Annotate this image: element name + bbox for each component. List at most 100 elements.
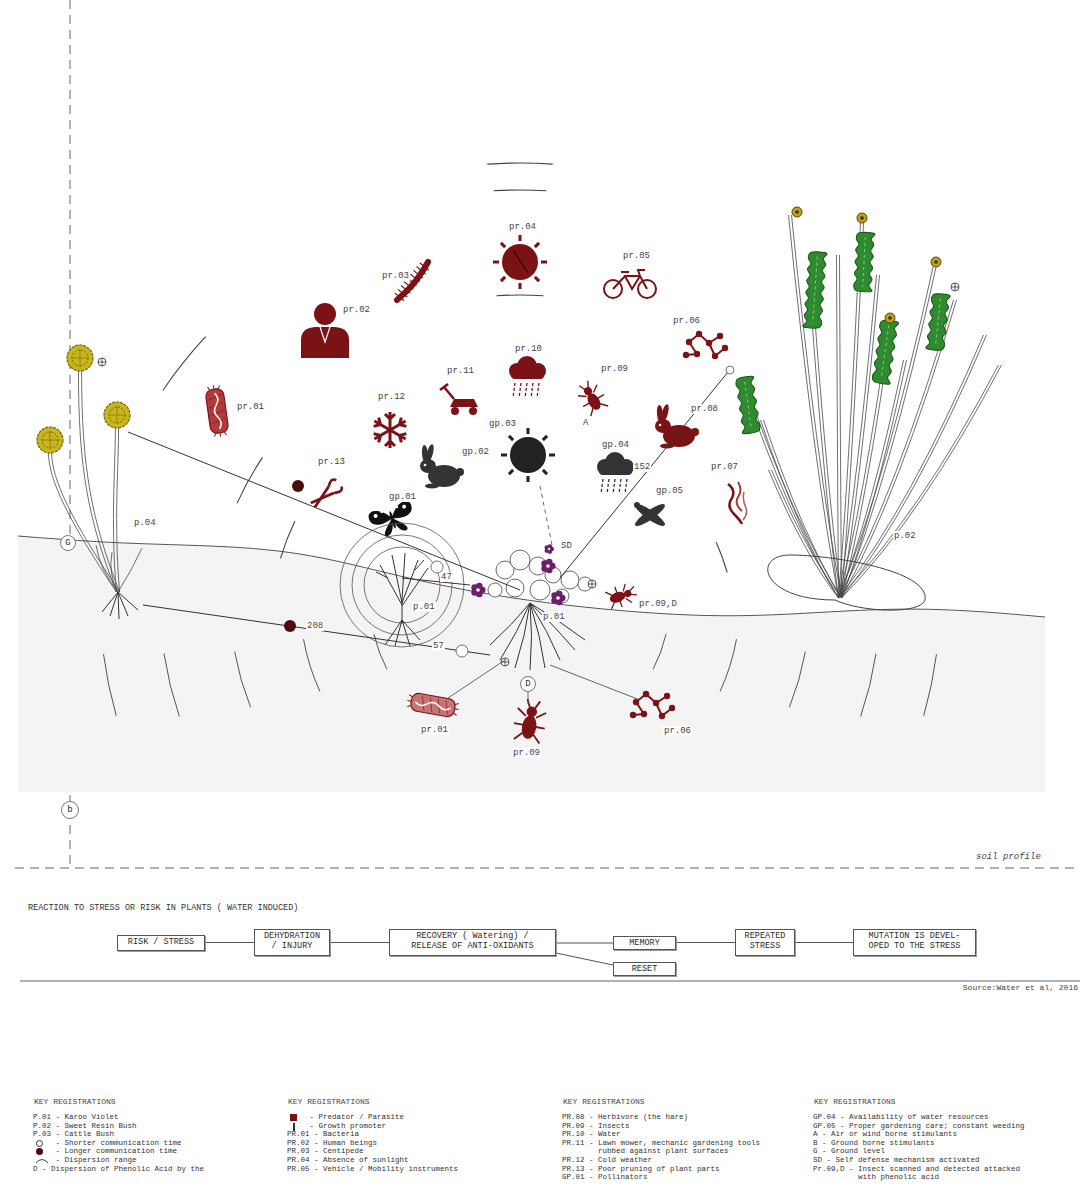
dispersion-arc [720,639,736,691]
hare-icon [420,444,464,489]
callout-label: pr.02 [342,305,371,315]
purple-flower [556,591,563,598]
communication-line [560,372,728,578]
illustration-stroke [664,693,670,699]
legend-text: B - Ground borne stimulants [813,1139,1038,1148]
illustration-stroke [951,283,959,291]
dispersion-arc [487,163,552,164]
illustration-stroke [643,691,649,697]
legend-row: PR.03 - Centipede [287,1147,527,1156]
callout-label: SD [560,541,573,551]
bush-crown [530,580,550,600]
callout-label: p.04 [133,518,157,528]
process-box: DEHYDRATION / INJURY [254,929,330,956]
root-line [490,603,530,645]
dispersion-arc [164,654,179,717]
dispersion-arc [304,639,320,691]
marker-circle: b [61,801,79,819]
legend-text: GP.05 - Proper gardening care; constant … [813,1122,1038,1131]
dispersion-arc [789,652,805,708]
karoo-violet-flower [104,402,130,428]
illustration-stroke [656,405,664,423]
legend-ring-sample [36,1140,43,1147]
illustration-stroke [613,270,647,289]
flow-connector [676,942,735,943]
illustration-stroke [706,340,712,346]
lawn-mower-icon [440,384,478,415]
illustration-stroke [605,581,639,611]
root-line [530,603,585,640]
purple-flower [548,544,552,548]
grass-blade [839,335,984,598]
illustration-stroke [634,502,640,508]
illustration-stroke [588,580,596,588]
rain-drop [513,383,515,398]
legend-row: PR.09 - Insects [562,1122,787,1131]
callout-label: 57 [432,641,445,651]
leaf-line [96,545,142,592]
illustration-stroke [520,714,538,740]
sun-ray [527,428,530,434]
communication-line [128,432,520,590]
sun-ray [501,243,505,247]
illustration-stroke [424,464,427,467]
legend-heading: KEY REGISTRATIONS [33,1097,117,1107]
legend-row: - Longer communication time [33,1147,273,1156]
callout-label: pr.12 [377,392,406,402]
separator-line [20,981,1080,982]
source-caption: Source:Water et al, 2016 [963,983,1078,993]
illustration-stroke [926,293,951,351]
short-communication-circle [456,645,468,657]
illustration-stroke [310,487,334,509]
soil-profile-line [15,868,1080,869]
callout-label: 208 [306,621,324,631]
callout-label: p.02 [893,531,917,541]
illustration-stroke [803,251,827,329]
flower-bud [934,260,938,264]
rain-cloud-icon [597,452,634,494]
butterfly-icon [367,499,418,540]
flower-bud [931,257,941,267]
centipede-icon [395,262,429,301]
legend-text: G - Ground level [813,1147,1038,1156]
sun-ray [535,277,539,281]
callout-label: A [582,418,589,428]
crosshair-marker [951,283,959,291]
callout-label: pr.09 [512,748,541,758]
illustration-stroke [951,283,959,291]
illustration-stroke [737,482,742,511]
box-text: RECOVERY ( Watering) / RELEASE OF ANTI-O… [408,931,537,951]
illustration-stroke [372,417,408,444]
marker-circle: D [520,676,536,692]
grass-blade [842,335,987,598]
callout-label: pr.01 [420,725,449,735]
illustration-stroke [683,352,689,358]
flower-detail [72,350,88,366]
legend-text: PR.10 - Water [562,1130,787,1139]
dispersion-arc [861,654,876,717]
purple-flower [556,596,560,600]
dispersion-arc [924,654,937,716]
legend-text: PR.11 - Lawn mower, mechanic gardening t… [562,1139,787,1156]
sun-ray [519,283,522,289]
green-flower-spike [803,251,827,329]
legend-text: PR.05 - Vehicle / Mobility instruments [287,1165,527,1174]
legend-row: P.03 - Cattle Bush [33,1130,273,1139]
illustration-stroke [395,505,398,508]
grass-blade [837,255,839,598]
illustration-stroke [372,417,408,444]
process-box: RECOVERY ( Watering) / RELEASE OF ANTI-O… [389,929,556,956]
illustration-stroke [623,589,632,598]
illustration-stroke [743,492,747,520]
range-ring [364,547,440,623]
legend-row: PR.05 - Vehicle / Mobility instruments [287,1165,527,1174]
legend-text: - Predator / Parasite [287,1113,527,1122]
legend-text: - Longer communication time [33,1147,273,1156]
callout-label: pr.11 [446,366,475,376]
process-box: REPEATED STRESS [735,929,795,956]
illustration-stroke [659,713,665,719]
sun-disc [502,244,538,280]
process-box: MUTATION IS DEVEL- OPED TO THE STRESS [853,929,976,956]
legend-row: D - Dispersion of Phenolic Acid by the [33,1165,273,1174]
